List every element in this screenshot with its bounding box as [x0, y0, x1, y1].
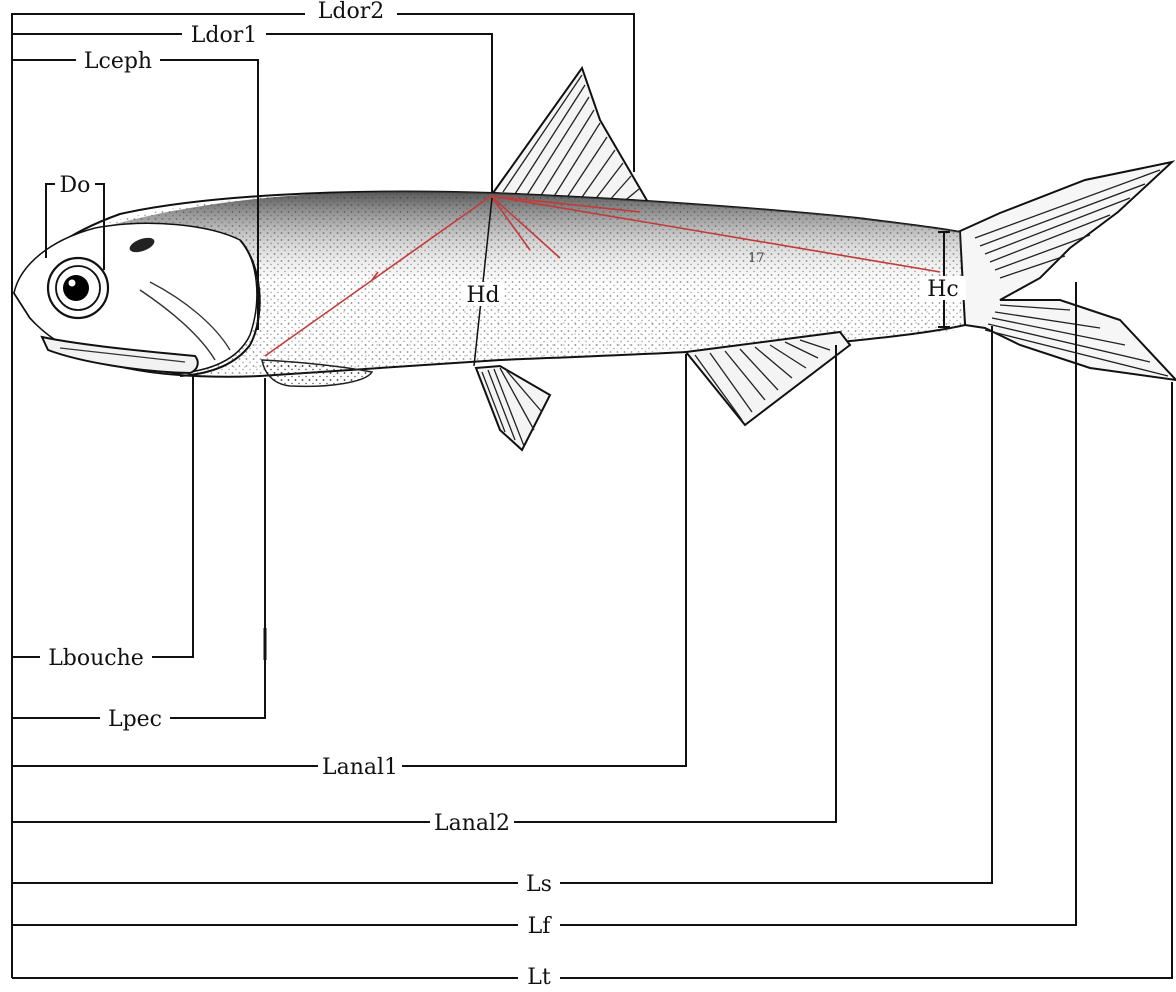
- lbouche-label: Lbouche: [48, 646, 144, 671]
- ldor2-label: Ldor2: [318, 0, 384, 24]
- pelvic-fin: [476, 366, 550, 450]
- lanal2-label: Lanal2: [434, 811, 510, 836]
- hd-label: Hd: [466, 283, 499, 308]
- lt-label: Lt: [527, 965, 551, 987]
- lf-label: Lf: [528, 914, 553, 939]
- lpec-label: Lpec: [108, 707, 162, 732]
- lpec-measure: Lpec: [12, 378, 265, 732]
- lanal2-measure: Lanal2: [12, 345, 836, 836]
- dorsal-fin: [493, 68, 649, 204]
- eye: [48, 258, 108, 318]
- lt-measure: Lt: [12, 382, 1172, 987]
- fish-drawing: 17: [14, 68, 1176, 450]
- ls-label: Ls: [526, 872, 552, 897]
- lanal1-label: Lanal1: [322, 755, 398, 780]
- caudal-fin: [958, 162, 1176, 380]
- lf-measure: Lf: [12, 282, 1076, 939]
- hc-label: Hc: [927, 277, 959, 302]
- lceph-label: Lceph: [84, 49, 152, 74]
- svg-text:17: 17: [748, 251, 765, 266]
- ldor1-measure: Ldor1: [12, 22, 492, 193]
- lbouche-measure: Lbouche: [12, 374, 265, 671]
- do-label: Do: [60, 173, 91, 198]
- ldor1-label: Ldor1: [191, 23, 257, 48]
